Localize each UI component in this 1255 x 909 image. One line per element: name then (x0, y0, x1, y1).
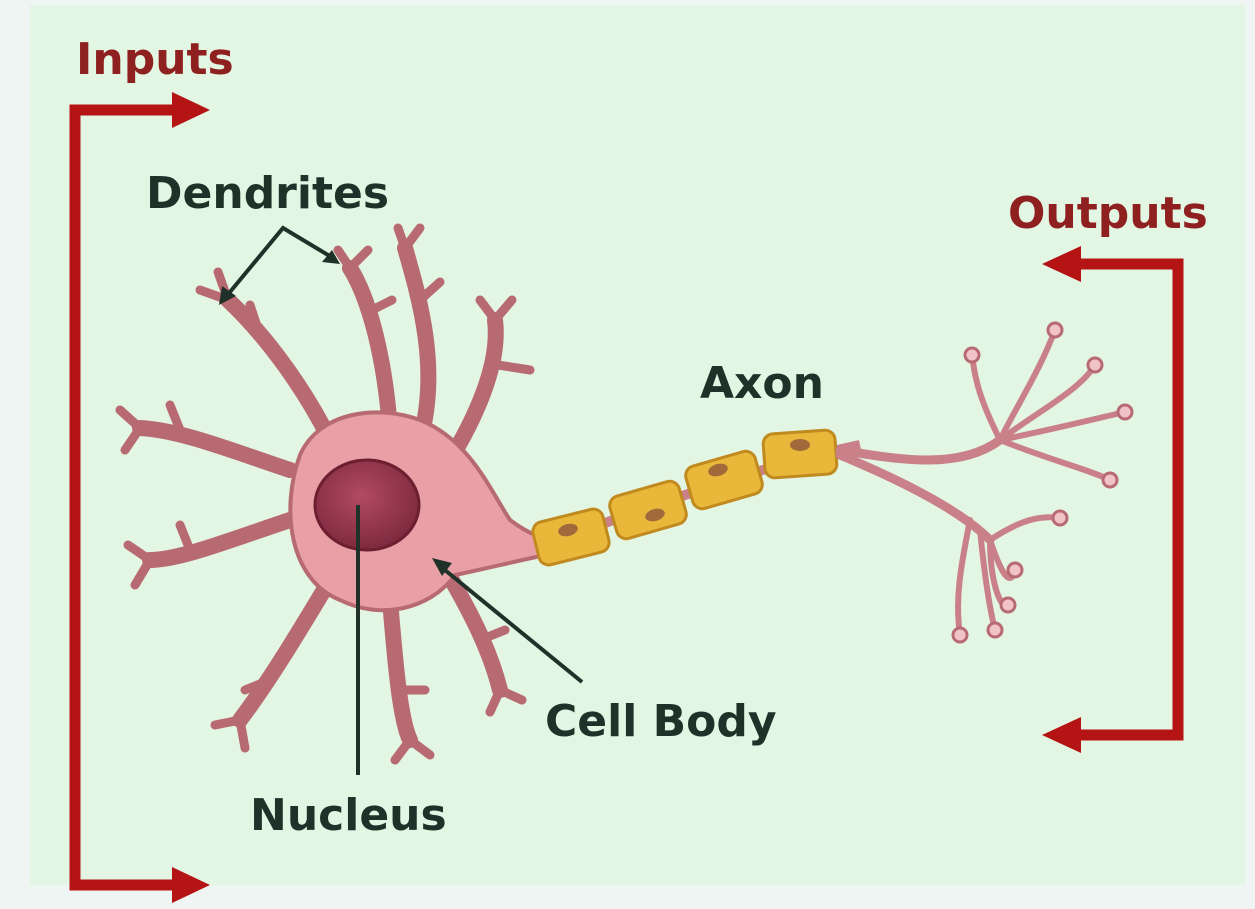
nucleus (315, 460, 419, 550)
inputs-label: Inputs (76, 34, 234, 85)
outputs-label: Outputs (1008, 188, 1208, 239)
dendrites-label: Dendrites (146, 168, 389, 219)
axon-label: Axon (700, 358, 824, 409)
cell-body-label: Cell Body (545, 696, 777, 747)
nucleus-label: Nucleus (250, 790, 447, 841)
